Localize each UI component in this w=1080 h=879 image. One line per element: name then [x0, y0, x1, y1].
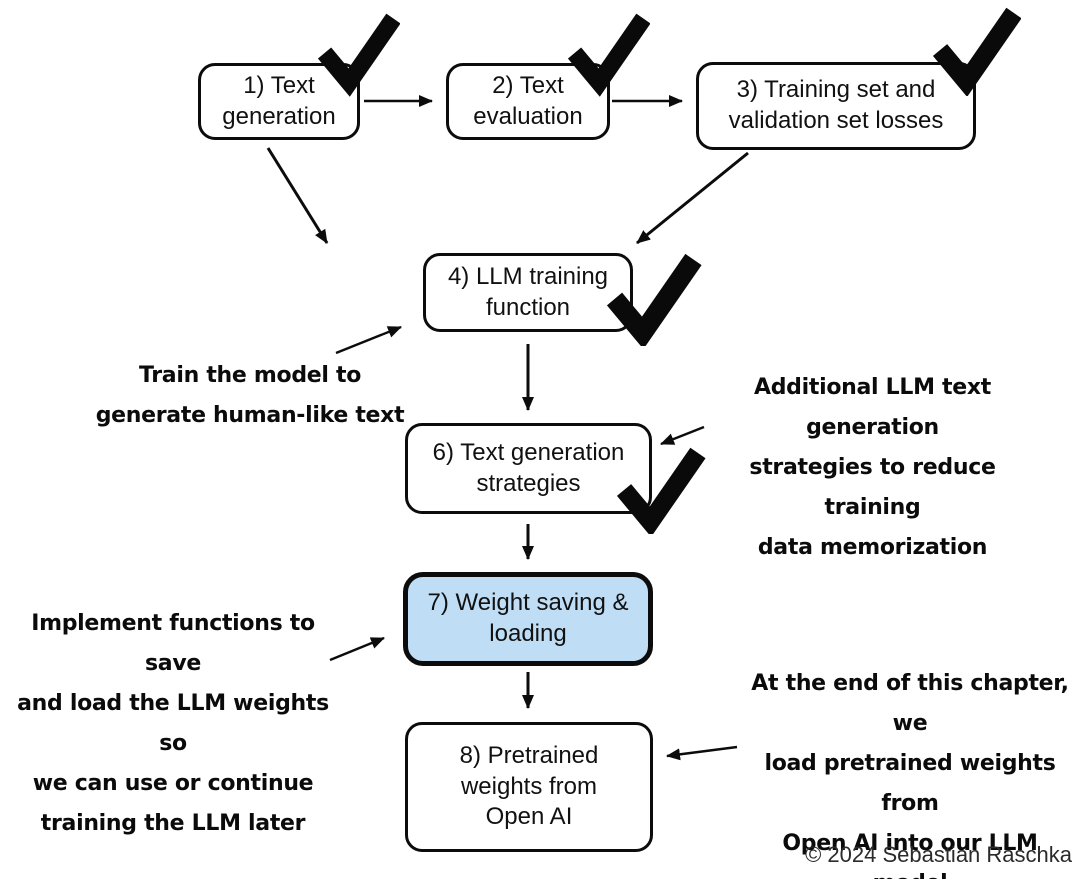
- checkmark-icon: [606, 253, 702, 346]
- arrow-step3-step4: [636, 151, 749, 245]
- flow-box-label: 2) Text evaluation: [473, 71, 583, 130]
- checkmark-icon: [933, 7, 1021, 96]
- arrow-note-openai: [666, 745, 738, 761]
- flow-box-llm-training-function: 4) LLM training function: [423, 253, 633, 332]
- flow-box-label: 3) Training set and validation set losse…: [728, 76, 944, 134]
- flow-box-label: 1) Text generation: [222, 71, 336, 130]
- arrow-step1-step4: [266, 147, 329, 244]
- note-save-load-weights: Implement functions to save and load the…: [17, 611, 329, 837]
- checkmark-icon: [616, 447, 706, 534]
- note-generation-strategies: Additional LLM text generation strategie…: [749, 375, 996, 561]
- arrow-note-strategies: [660, 425, 705, 446]
- flow-box-label: 4) LLM training function: [447, 262, 609, 321]
- flow-box-pretrained-weights: 8) Pretrained weights from Open AI: [405, 722, 653, 852]
- arrow-note-train: [335, 325, 402, 355]
- checkmark-icon: [568, 13, 650, 97]
- copyright-text: © 2024 Sebastian Raschka: [805, 842, 1072, 867]
- checkmark-icon: [318, 13, 400, 97]
- flow-box-text-generation-strategies: 6) Text generation strategies: [405, 423, 652, 514]
- flow-box-label: 7) Weight saving & loading: [427, 589, 629, 647]
- note-openai-weights: At the end of this chapter, we load pret…: [751, 671, 1069, 879]
- flow-box-train-val-losses: 3) Training set and validation set losse…: [696, 62, 976, 150]
- flow-box-label: 8) Pretrained weights from Open AI: [459, 741, 599, 831]
- flow-box-label: 6) Text generation strategies: [432, 438, 625, 497]
- note-train-model: Train the model to generate human-like t…: [95, 363, 405, 429]
- arrow-note-weights: [329, 636, 385, 662]
- flow-box-weight-saving-loading: 7) Weight saving & loading: [403, 572, 653, 666]
